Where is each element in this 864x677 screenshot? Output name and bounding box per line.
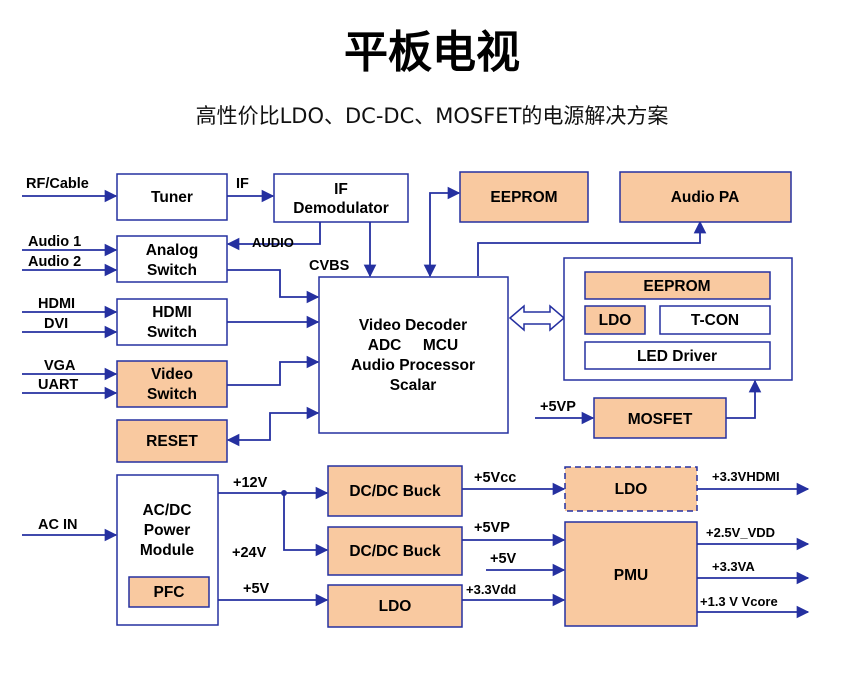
junction-dot (281, 490, 287, 496)
svg-text:LDO: LDO (599, 312, 632, 329)
label-ac-in: AC IN (38, 517, 77, 533)
analog-switch-block: Analog Switch (116, 235, 228, 283)
video-to-soc-line (226, 355, 320, 386)
svg-text:Power: Power (144, 522, 191, 539)
label-5v-pmu: +5V (490, 551, 517, 567)
bidirectional-arrow-icon (508, 304, 566, 332)
label-1v3vcore: +1.3 V Vcore (700, 594, 778, 609)
label-2v5vdd: +2.5V_VDD (706, 525, 775, 540)
label-if: IF (236, 176, 249, 192)
audio-pa-block: Audio PA (619, 171, 792, 223)
label-24v: +24V (232, 545, 267, 561)
label-3v3vdd: +3.3Vdd (466, 582, 516, 597)
analog-to-soc-line (226, 269, 320, 304)
audio-pa-line (477, 220, 707, 276)
page-subtitle: 高性价比LDO、DC-DC、MOSFET的电源解决方案 (195, 104, 669, 128)
mosfet-block: MOSFET (593, 397, 727, 439)
video-switch-block: Video Switch (116, 360, 228, 408)
acdc-power-module-block: AC/DC Power Module PFC (116, 474, 219, 626)
svg-text:MOSFET: MOSFET (628, 411, 693, 428)
svg-text:ADC MCU: ADC MCU (368, 337, 458, 354)
mosfet-to-panel-line (726, 379, 762, 419)
label-audio2: Audio 2 (28, 254, 81, 270)
label-5vp: +5VP (474, 520, 510, 536)
reset-block: RESET (116, 419, 228, 463)
eeprom-top-block: EEPROM (459, 171, 589, 223)
page-title: 平板电视 (344, 27, 520, 78)
svg-text:Switch: Switch (147, 386, 197, 403)
reset-line (226, 406, 320, 447)
label-5vcc: +5Vcc (474, 470, 516, 486)
label-rf-cable: RF/Cable (26, 176, 89, 192)
if-demodulator-block: IF Demodulator (273, 173, 409, 223)
svg-text:IF: IF (334, 181, 348, 198)
v12-branch-line (283, 493, 329, 557)
svg-text:T-CON: T-CON (691, 312, 739, 329)
svg-text:Switch: Switch (147, 324, 197, 341)
svg-text:DC/DC Buck: DC/DC Buck (349, 483, 441, 500)
eeprom-link-line (423, 186, 461, 278)
dcdc-buck-2-block: DC/DC Buck (327, 526, 463, 576)
svg-text:EEPROM: EEPROM (643, 278, 710, 295)
svg-text:PMU: PMU (614, 567, 648, 584)
label-audio1: Audio 1 (28, 234, 81, 250)
svg-text:RESET: RESET (146, 433, 198, 450)
tuner-block: Tuner (116, 173, 228, 221)
label-5v: +5V (243, 581, 270, 597)
svg-text:LED Driver: LED Driver (637, 348, 717, 365)
hdmi-switch-block: HDMI Switch (116, 298, 228, 346)
svg-text:Demodulator: Demodulator (293, 200, 389, 217)
svg-text:EEPROM: EEPROM (490, 189, 557, 206)
svg-text:DC/DC Buck: DC/DC Buck (349, 543, 441, 560)
label-hdmi: HDMI (38, 296, 75, 312)
signal-labels: RF/Cable IF AUDIO CVBS Audio 1 Audio 2 H… (26, 176, 780, 609)
dcdc-buck-1-block: DC/DC Buck (327, 465, 463, 517)
svg-text:Switch: Switch (147, 262, 197, 279)
pmu-block: PMU (564, 521, 698, 627)
label-cvbs: CVBS (309, 258, 350, 274)
svg-text:Audio Processor: Audio Processor (351, 357, 475, 374)
svg-text:Scalar: Scalar (390, 377, 437, 394)
svg-text:HDMI: HDMI (152, 304, 192, 321)
panel-group: EEPROM LDO T-CON LED Driver (563, 257, 793, 381)
label-uart: UART (38, 377, 78, 393)
svg-text:LDO: LDO (615, 481, 648, 498)
svg-text:AC/DC: AC/DC (142, 502, 191, 519)
svg-text:Tuner: Tuner (151, 189, 193, 206)
label-vga: VGA (44, 358, 76, 374)
svg-text:LDO: LDO (379, 598, 412, 615)
audio-line (226, 222, 321, 251)
ldo-hdmi-block: LDO (564, 466, 698, 512)
label-3v3vhdmi: +3.3VHDMI (712, 469, 780, 484)
label-dvi: DVI (44, 316, 68, 332)
svg-text:Video: Video (151, 366, 193, 383)
svg-text:Analog: Analog (146, 242, 199, 259)
svg-text:PFC: PFC (154, 584, 185, 601)
connectors (22, 186, 810, 619)
label-audio: AUDIO (252, 235, 294, 250)
label-5vp-mosfet: +5VP (540, 399, 576, 415)
label-3v3va: +3.3VA (712, 559, 755, 574)
svg-text:Video Decoder: Video Decoder (359, 317, 467, 334)
ldo-bottom-block: LDO (327, 584, 463, 628)
svg-text:Audio PA: Audio PA (671, 189, 740, 206)
label-12v: +12V (233, 475, 268, 491)
soc-block: Video Decoder ADC MCU Audio Processor Sc… (318, 276, 509, 434)
svg-text:Module: Module (140, 542, 195, 559)
